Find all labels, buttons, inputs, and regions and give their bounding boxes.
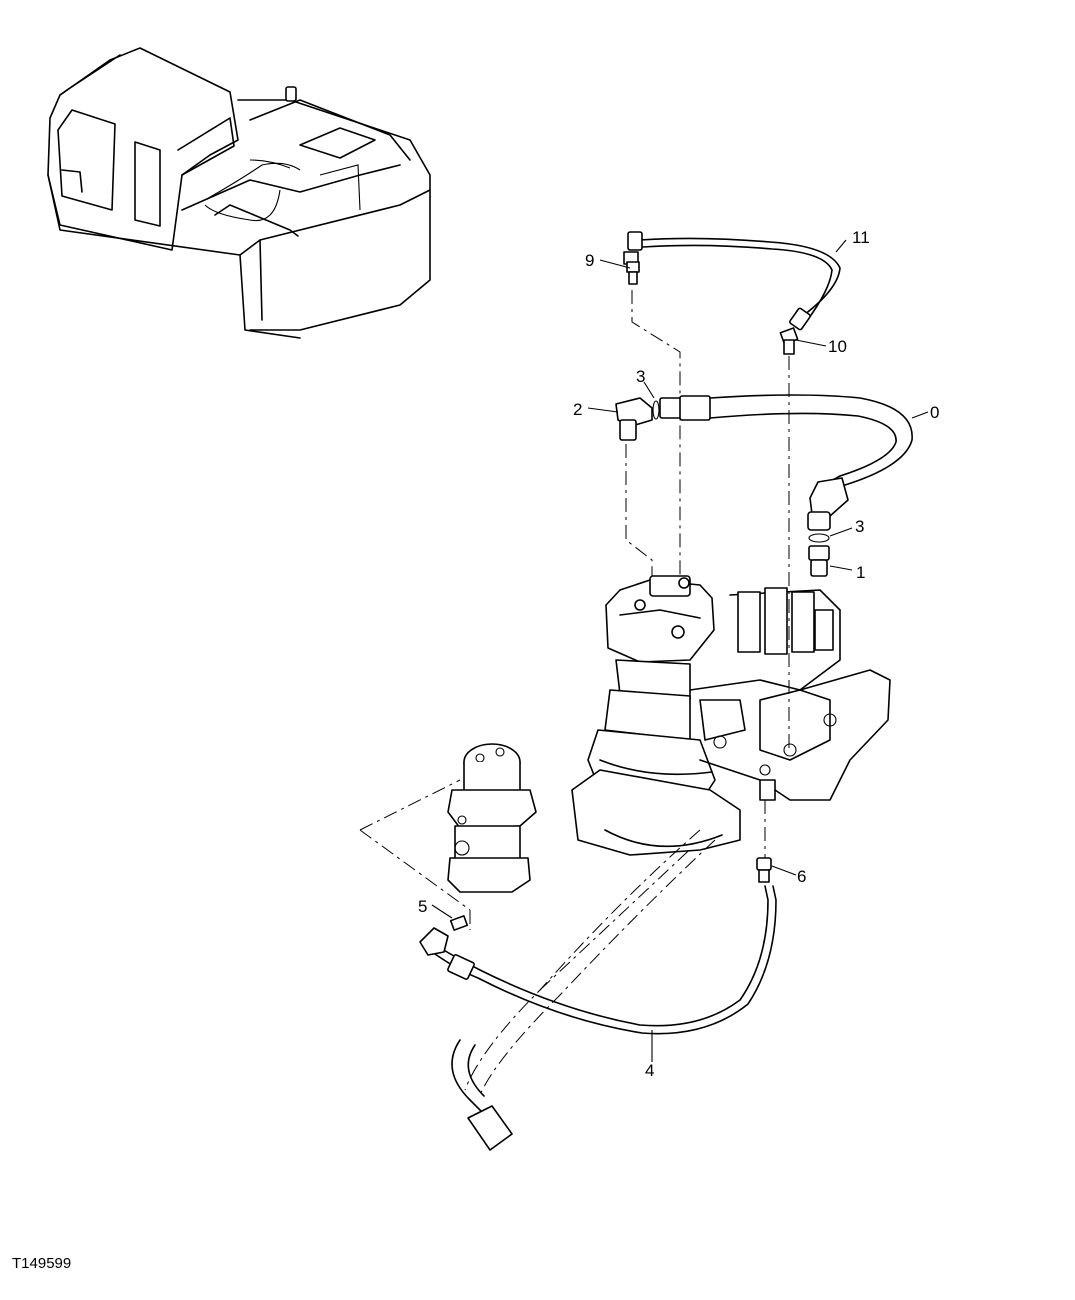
hose-0 [659,394,913,531]
reference-code: T149599 [12,1255,72,1272]
callout-label-2: 2 [573,400,582,419]
return-hose [451,829,716,1151]
hose-4 [419,885,777,1035]
fitting-9 [626,261,640,285]
o-ring-3-upper [652,400,660,420]
hose-11 [623,231,841,331]
fitting-6 [756,857,772,883]
assembly-leader-lines [359,290,790,991]
swing-motor-assembly [571,575,891,856]
elbow-fitting-2 [615,397,653,441]
excavator-locator-illustration [47,47,431,339]
callout-label-4: 4 [645,1061,654,1080]
o-ring-3-lower [808,533,830,543]
callout-label-11: 11 [852,228,870,247]
center-joint-assembly [447,743,537,893]
callout-label-9: 9 [585,251,594,270]
fitting-10 [779,327,799,355]
callout-label-10: 10 [828,337,847,356]
callout-label-0: 0 [930,403,939,422]
callout-label-6: 6 [797,867,806,886]
callout-label-5: 5 [418,897,427,916]
fitting-5 [449,915,469,931]
adapter-1 [808,545,830,577]
callout-label-3-upper: 3 [636,367,645,386]
callout-label-3-lower: 3 [855,517,864,536]
callout-label-1: 1 [856,563,865,582]
callout-leaders [431,239,929,1062]
